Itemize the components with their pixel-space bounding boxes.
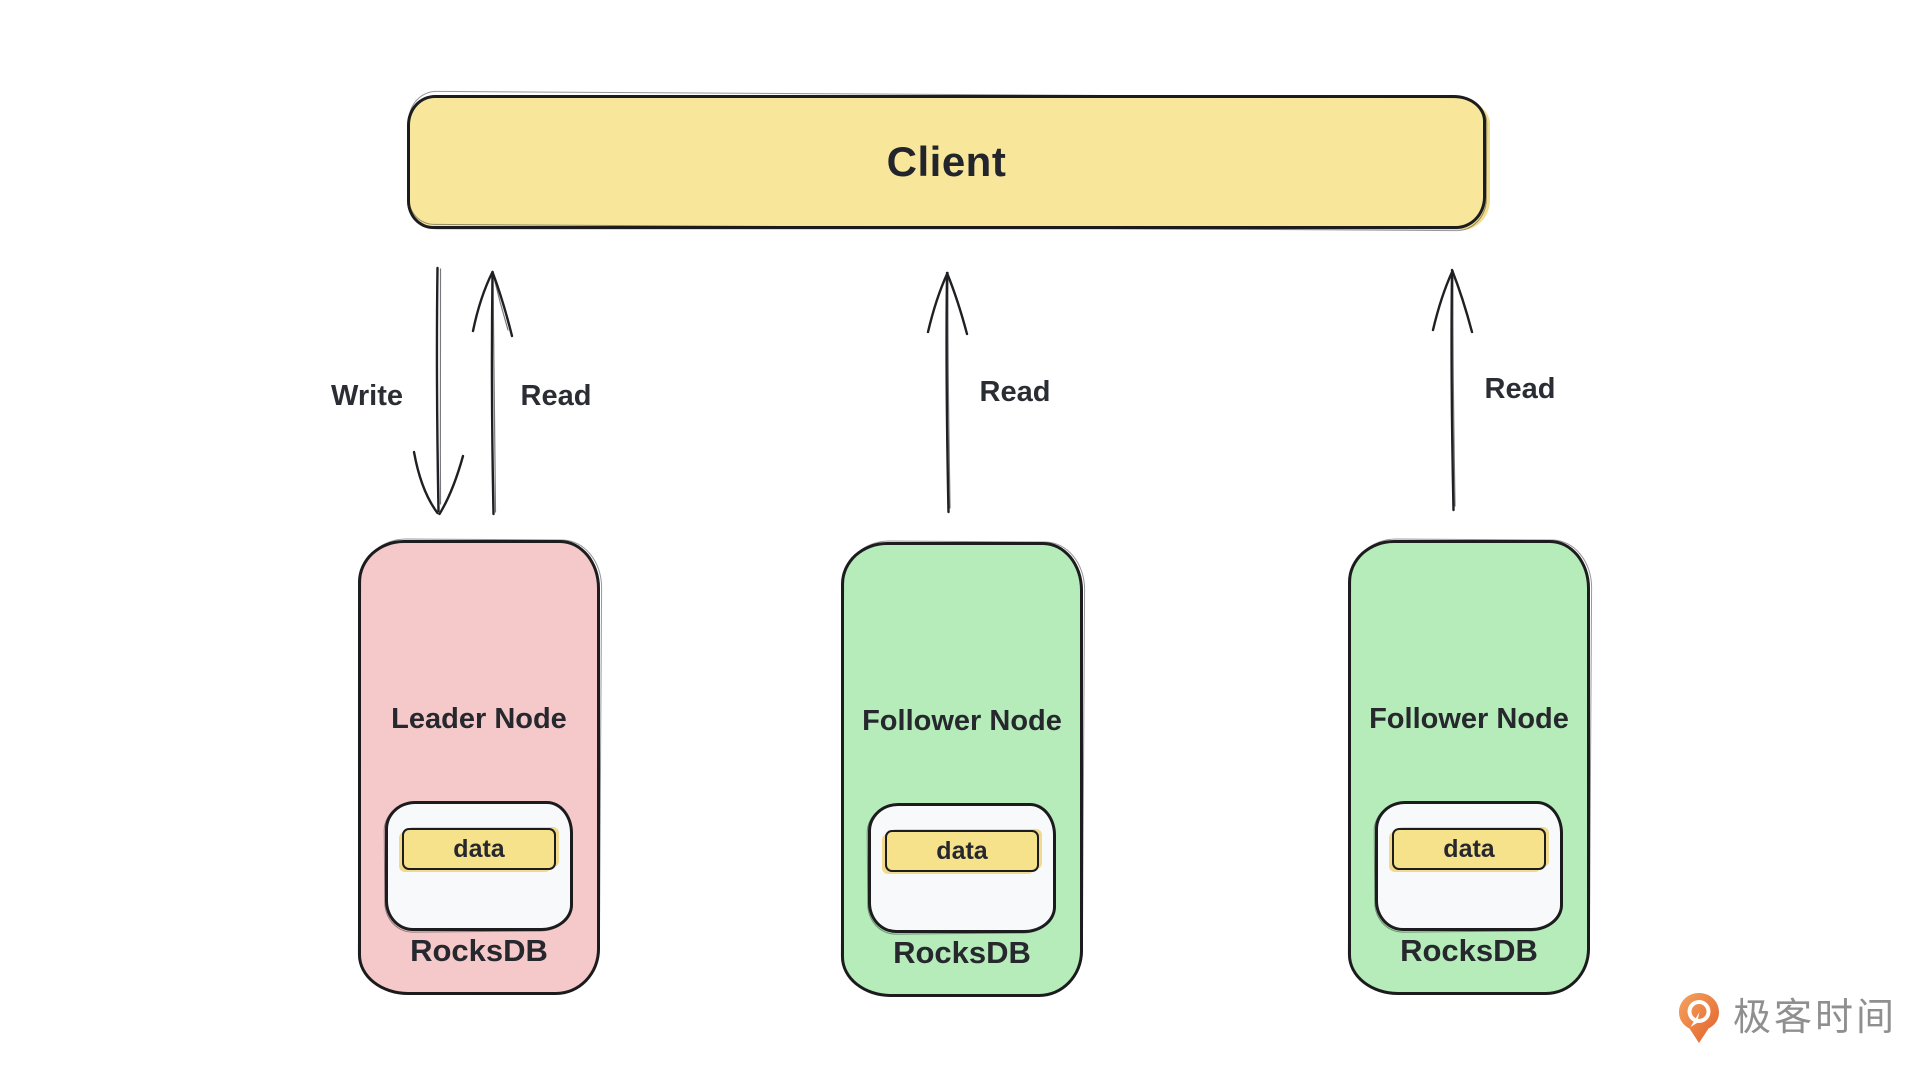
leader-store-box: data — [385, 801, 573, 931]
geektime-pin-icon — [1679, 993, 1719, 1043]
read-label-leader: Read — [520, 380, 592, 412]
read-label-follower-1: Read — [979, 376, 1051, 408]
write-label: Write — [331, 380, 403, 412]
follower-2-db-label: RocksDB — [1400, 933, 1538, 968]
leader-data-chip: data — [402, 828, 556, 870]
write-arrow-down — [412, 266, 465, 516]
read-label-follower-2: Read — [1484, 373, 1556, 405]
client-box: Client — [407, 95, 1486, 229]
read-arrow-up-leader — [471, 270, 514, 516]
geektime-logo: 极客时间 — [1678, 992, 1897, 1044]
follower-1-db-label: RocksDB — [893, 935, 1031, 970]
follower-node-2: Follower Node data RocksDB — [1348, 540, 1590, 995]
leader-node: Leader Node data RocksDB — [358, 540, 600, 995]
follower-node-1-title: Follower Node — [862, 705, 1062, 737]
follower-2-data-chip: data — [1392, 828, 1546, 870]
leader-node-title: Leader Node — [391, 703, 567, 735]
follower-node-2-title: Follower Node — [1369, 703, 1569, 735]
read-arrow-up-follower-2 — [1431, 268, 1474, 512]
follower-2-store-box: data — [1375, 801, 1563, 931]
geektime-logo-text: 极客时间 — [1733, 997, 1898, 1039]
client-label: Client — [886, 138, 1007, 185]
leader-db-label: RocksDB — [410, 933, 548, 968]
follower-1-store-box: data — [868, 803, 1056, 933]
follower-1-data-chip: data — [885, 830, 1039, 872]
follower-node-1: Follower Node data RocksDB — [841, 542, 1083, 997]
read-arrow-up-follower-1 — [926, 271, 969, 514]
